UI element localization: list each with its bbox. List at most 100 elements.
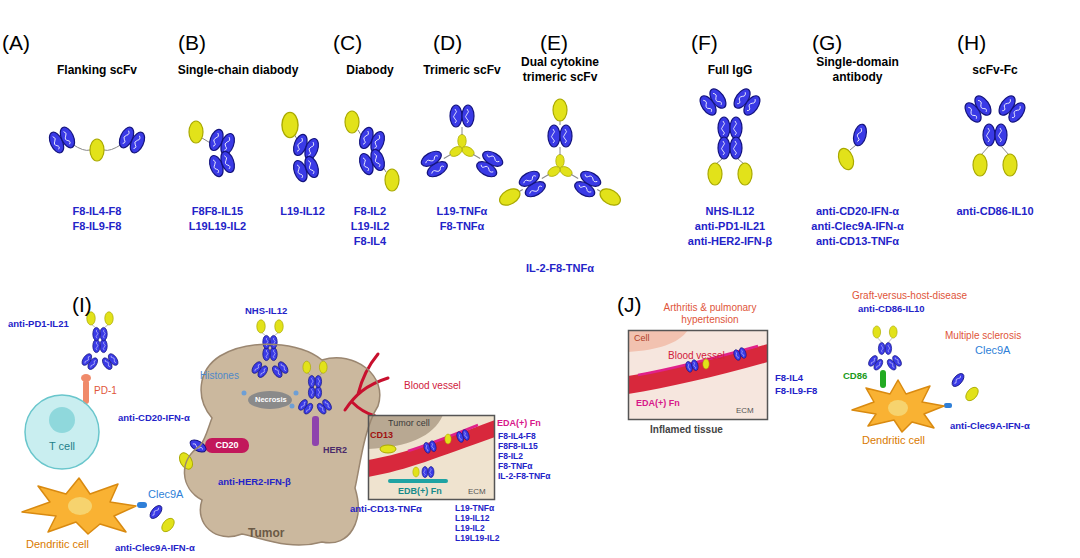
inset-label: ECM: [736, 406, 754, 416]
format-title: Dual cytokine trimeric scFv: [510, 55, 610, 85]
format-title: Single-domain antibody: [800, 55, 915, 85]
panel-letter: (C): [333, 30, 362, 55]
illustration-part: [83, 380, 89, 404]
illustration-part: [408, 425, 478, 451]
illustration-part: [867, 326, 903, 372]
format-title: Diabody: [330, 63, 410, 78]
cell-name: Dendritic cell: [862, 434, 925, 447]
illustration-part: [517, 125, 603, 200]
illustration-part: [888, 400, 908, 416]
illustration-part: [419, 105, 505, 180]
tumor-cell: Tumor: [150, 338, 395, 552]
panel-letter: (A): [2, 30, 30, 55]
illustration-part: [422, 467, 434, 478]
construct-list-item: L19-TNFα: [455, 503, 494, 513]
vessel-label: Blood vessel: [668, 350, 725, 362]
construct-name: anti-HER2-IFN-β: [670, 235, 790, 248]
receptor-label: CD86: [843, 370, 867, 381]
panel-letter: (H): [957, 30, 986, 55]
disease-label: Graft-versus-host-disease: [852, 290, 967, 302]
illustration-part: [852, 380, 944, 432]
inset-label: Tumor cell: [388, 418, 430, 429]
panel-letter: (F): [691, 30, 718, 55]
illustration-part: [282, 112, 298, 137]
construct-label: anti-PD1-IL21: [8, 318, 69, 329]
construct-name: anti-Clec9A-IFN-α: [795, 220, 920, 233]
illustration-part: [628, 330, 768, 420]
illustration-part: [22, 478, 136, 534]
illustration-part: [80, 312, 120, 371]
cell-name: Dendritic cell: [26, 538, 89, 551]
antigen-label: CD13: [370, 430, 393, 441]
construct-label: anti-HER2-IFN-β: [218, 476, 291, 487]
illustration-part: [46, 125, 77, 155]
construct-list-item: F8-TNFα: [498, 461, 533, 471]
construct-label: F8-IL4: [775, 372, 803, 383]
construct-list-item: F8-IL2: [498, 451, 523, 461]
illustration-part: [205, 438, 249, 453]
construct-name: F8-IL4: [330, 235, 410, 248]
illustration-part: [294, 391, 299, 396]
fibronectin-label: EDA(+) Fn: [497, 418, 541, 429]
fibronectin-label: EDB(+) Fn: [398, 486, 442, 497]
illustration-part: [291, 133, 321, 184]
construct-label: anti-Clec9A-IFN-α: [950, 420, 1030, 431]
panel-letter: (J): [617, 292, 642, 317]
vessel-label: Blood vessel: [404, 380, 461, 392]
illustration-part: [248, 391, 292, 409]
illustration-part: [497, 185, 523, 208]
format-title: Trimeric scFv: [412, 63, 512, 78]
illustration-part: [629, 331, 768, 420]
construct-label: anti-CD86-IL10: [858, 303, 925, 314]
illustration-part: [628, 330, 688, 352]
construct-list-item: L19-IL12: [455, 513, 490, 523]
illustration-part: [553, 99, 567, 121]
construct-name: anti-PD1-IL21: [670, 220, 790, 233]
illustration-part: [188, 437, 208, 454]
construct-name: IL-2-F8-TNFα: [505, 262, 615, 275]
illustration-part: [697, 86, 763, 185]
construct-name: F8F8-IL15: [175, 205, 260, 218]
illustration-part: [944, 403, 952, 408]
construct-name: anti-CD86-IL10: [935, 205, 1055, 218]
illustration-part: [851, 123, 868, 147]
inset-label: Inflamed tissue: [650, 424, 723, 436]
illustration-part: [388, 479, 448, 483]
illustration-part: [148, 503, 164, 520]
illustration-part: [81, 374, 91, 382]
construct-name: F8-IL9-F8: [47, 220, 147, 233]
construct-label: anti-CD20-IFN-α: [118, 412, 190, 423]
node-outline: [24, 394, 100, 470]
inset-label: Cell: [634, 333, 650, 344]
illustration-part: [369, 416, 495, 500]
illustration-part: [850, 145, 856, 150]
construct-name: F8-IL2: [330, 205, 410, 218]
construct-label: F8-IL9-F8: [775, 385, 817, 396]
illustration-part: [25, 395, 99, 469]
illustration-part: [116, 125, 147, 155]
receptor-label: CD20: [205, 440, 249, 451]
illustration-part: [628, 344, 768, 394]
cell-name: T cell: [24, 440, 100, 453]
construct-label: NHS-IL12: [245, 305, 287, 316]
disease-label: Multiple sclerosis: [945, 330, 1021, 342]
format-title: Flanking scFv: [47, 63, 147, 78]
construct-name: F8-TNFα: [412, 220, 512, 233]
panel-letter: (B): [178, 30, 206, 55]
fibronectin-label: EDA(+) Fn: [636, 398, 680, 409]
panel-letter: (G): [812, 30, 842, 55]
disease-label: Arthritis & pulmonary hypertension: [645, 302, 775, 326]
illustration-part: [25, 395, 99, 469]
cell-name: Tumor: [248, 526, 284, 540]
t-cell: T cell: [24, 394, 100, 470]
construct-label: anti-Clec9A-IFN-α: [115, 542, 195, 553]
illustration-part: [413, 467, 419, 477]
illustration-part: [242, 391, 247, 396]
illustration-part: [90, 139, 104, 161]
illustration-part: [68, 497, 92, 515]
illustration-part: [852, 380, 944, 432]
construct-name: L19-TNFα: [412, 205, 512, 218]
construct-name: F8-IL4-F8: [47, 205, 147, 218]
illustration-part: [46, 86, 1028, 208]
construct-list-item: L19L19-IL2: [455, 533, 499, 543]
